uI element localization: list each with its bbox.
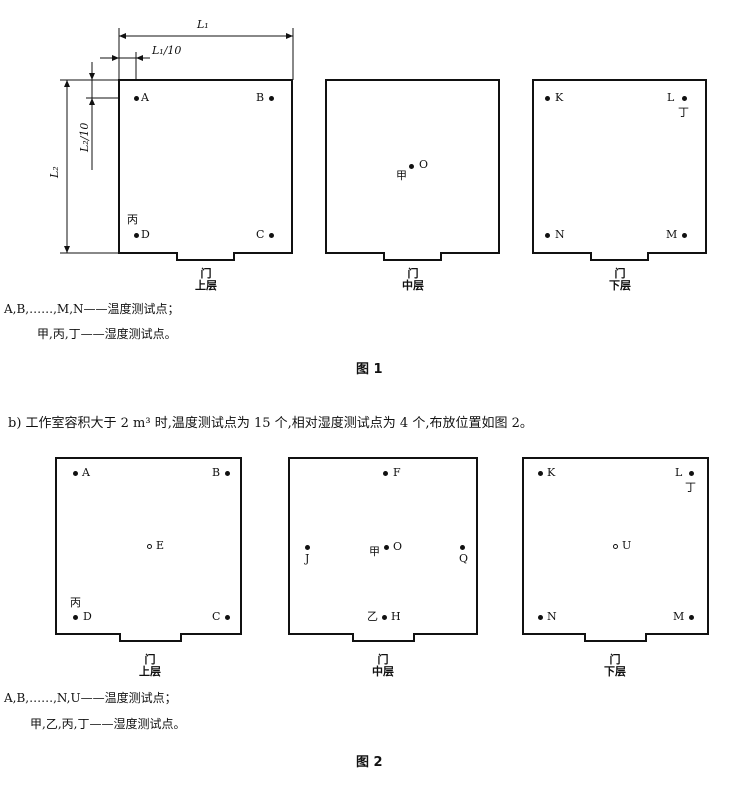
door-notch [176, 252, 235, 261]
temp-point-b-label: B [256, 91, 265, 104]
door-notch [352, 633, 415, 642]
temp-point-m-label: M [666, 228, 678, 241]
temp-point-k-label: K [547, 466, 556, 479]
temp-point-u-label: U [622, 539, 632, 552]
layer-label: 下层 [604, 665, 626, 678]
temp-point-e [147, 544, 152, 549]
door-label: 门 [609, 653, 621, 666]
door-notch [590, 252, 649, 261]
temp-point-h-label: H [391, 610, 401, 623]
temp-point-b [225, 471, 230, 476]
legend-humidity: 甲,丙,丁——湿度测试点。 [37, 327, 177, 341]
layer-label: 上层 [195, 279, 217, 292]
door-notch [584, 633, 647, 642]
temp-point-k [545, 96, 550, 101]
panel-caption-upper: 门 上层 [176, 268, 236, 292]
door-label: 门 [377, 653, 389, 666]
temp-point-l-label: L [675, 466, 683, 479]
panel-caption-upper: 门 上层 [120, 654, 180, 678]
door-label: 门 [407, 267, 419, 280]
panel-caption-lower: 门 下层 [590, 268, 650, 292]
temp-point-f [383, 471, 388, 476]
legend-humidity: 甲,乙,丙,丁——湿度测试点。 [30, 717, 186, 731]
layer-label: 上层 [139, 665, 161, 678]
temp-point-b-label: B [212, 466, 221, 479]
temp-point-o [409, 164, 414, 169]
door-label: 门 [144, 653, 156, 666]
temp-point-c [225, 615, 230, 620]
humidity-point-bing-label: 丙 [70, 596, 81, 609]
figure-caption: 图 1 [356, 362, 383, 377]
temp-point-q-label: Q [459, 552, 469, 565]
dim-l1-10-label: L₁/10 [152, 44, 182, 57]
layer-panel-lower [532, 79, 707, 254]
temp-point-c [269, 233, 274, 238]
dim-l2-10-label: L₂/10 [78, 122, 91, 152]
panel-caption-middle: 门 中层 [353, 654, 413, 678]
temp-point-d [73, 615, 78, 620]
temp-point-a-label: A [141, 91, 149, 104]
temp-point-j-label: J [305, 552, 310, 565]
temp-point-m [689, 615, 694, 620]
temp-point-j [305, 545, 310, 550]
layer-label: 中层 [402, 279, 424, 292]
temp-point-o [384, 545, 389, 550]
dim-l2-label: L₂ [48, 166, 61, 178]
humidity-point-yi-label: 乙 [367, 610, 378, 623]
temp-point-l [682, 96, 687, 101]
temp-point-n-label: N [555, 228, 565, 241]
humidity-point-jia-label: 甲 [396, 169, 407, 182]
temp-point-d-label: D [83, 610, 92, 623]
temp-point-l [689, 471, 694, 476]
temp-point-o-label: O [393, 540, 403, 553]
door-notch [119, 633, 182, 642]
temp-point-a [73, 471, 78, 476]
temp-point-u [613, 544, 618, 549]
legend-temperature: A,B,……,M,N——温度测试点； [4, 302, 180, 316]
temp-point-a-label: A [82, 466, 90, 479]
temp-point-o-label: O [419, 158, 429, 171]
temp-point-d [134, 233, 139, 238]
temp-point-b [269, 96, 274, 101]
body-paragraph: b) 工作室容积大于 2 m³ 时,温度测试点为 15 个,相对湿度测试点为 4… [8, 416, 533, 431]
temp-point-k [538, 471, 543, 476]
temp-point-a [134, 96, 139, 101]
humidity-point-bing-label: 丙 [127, 213, 138, 226]
temp-point-c-label: C [212, 610, 221, 623]
humidity-point-ding-label: 丁 [685, 481, 696, 494]
layer-label: 下层 [609, 279, 631, 292]
door-label: 门 [200, 267, 212, 280]
temp-point-n-label: N [547, 610, 557, 623]
temp-point-n [545, 233, 550, 238]
legend-temperature: A,B,……,N,U——温度测试点； [4, 691, 177, 705]
temp-point-k-label: K [555, 91, 564, 104]
humidity-point-jia-label: 甲 [369, 545, 380, 558]
temp-point-m [682, 233, 687, 238]
door-notch [383, 252, 442, 261]
figure-caption: 图 2 [356, 755, 383, 770]
temp-point-h [382, 615, 387, 620]
layer-panel-middle [288, 457, 478, 635]
humidity-point-ding-label: 丁 [678, 106, 689, 119]
temp-point-q [460, 545, 465, 550]
panel-caption-lower: 门 下层 [585, 654, 645, 678]
temp-point-c-label: C [256, 228, 265, 241]
panel-caption-middle: 门 中层 [383, 268, 443, 292]
layer-label: 中层 [372, 665, 394, 678]
layer-panel-upper [118, 79, 293, 254]
temp-point-m-label: M [673, 610, 685, 623]
dim-l1-label: L₁ [197, 18, 209, 31]
temp-point-n [538, 615, 543, 620]
temp-point-f-label: F [393, 466, 401, 479]
temp-point-l-label: L [667, 91, 675, 104]
door-label: 门 [614, 267, 626, 280]
temp-point-d-label: D [141, 228, 150, 241]
temp-point-e-label: E [156, 539, 165, 552]
